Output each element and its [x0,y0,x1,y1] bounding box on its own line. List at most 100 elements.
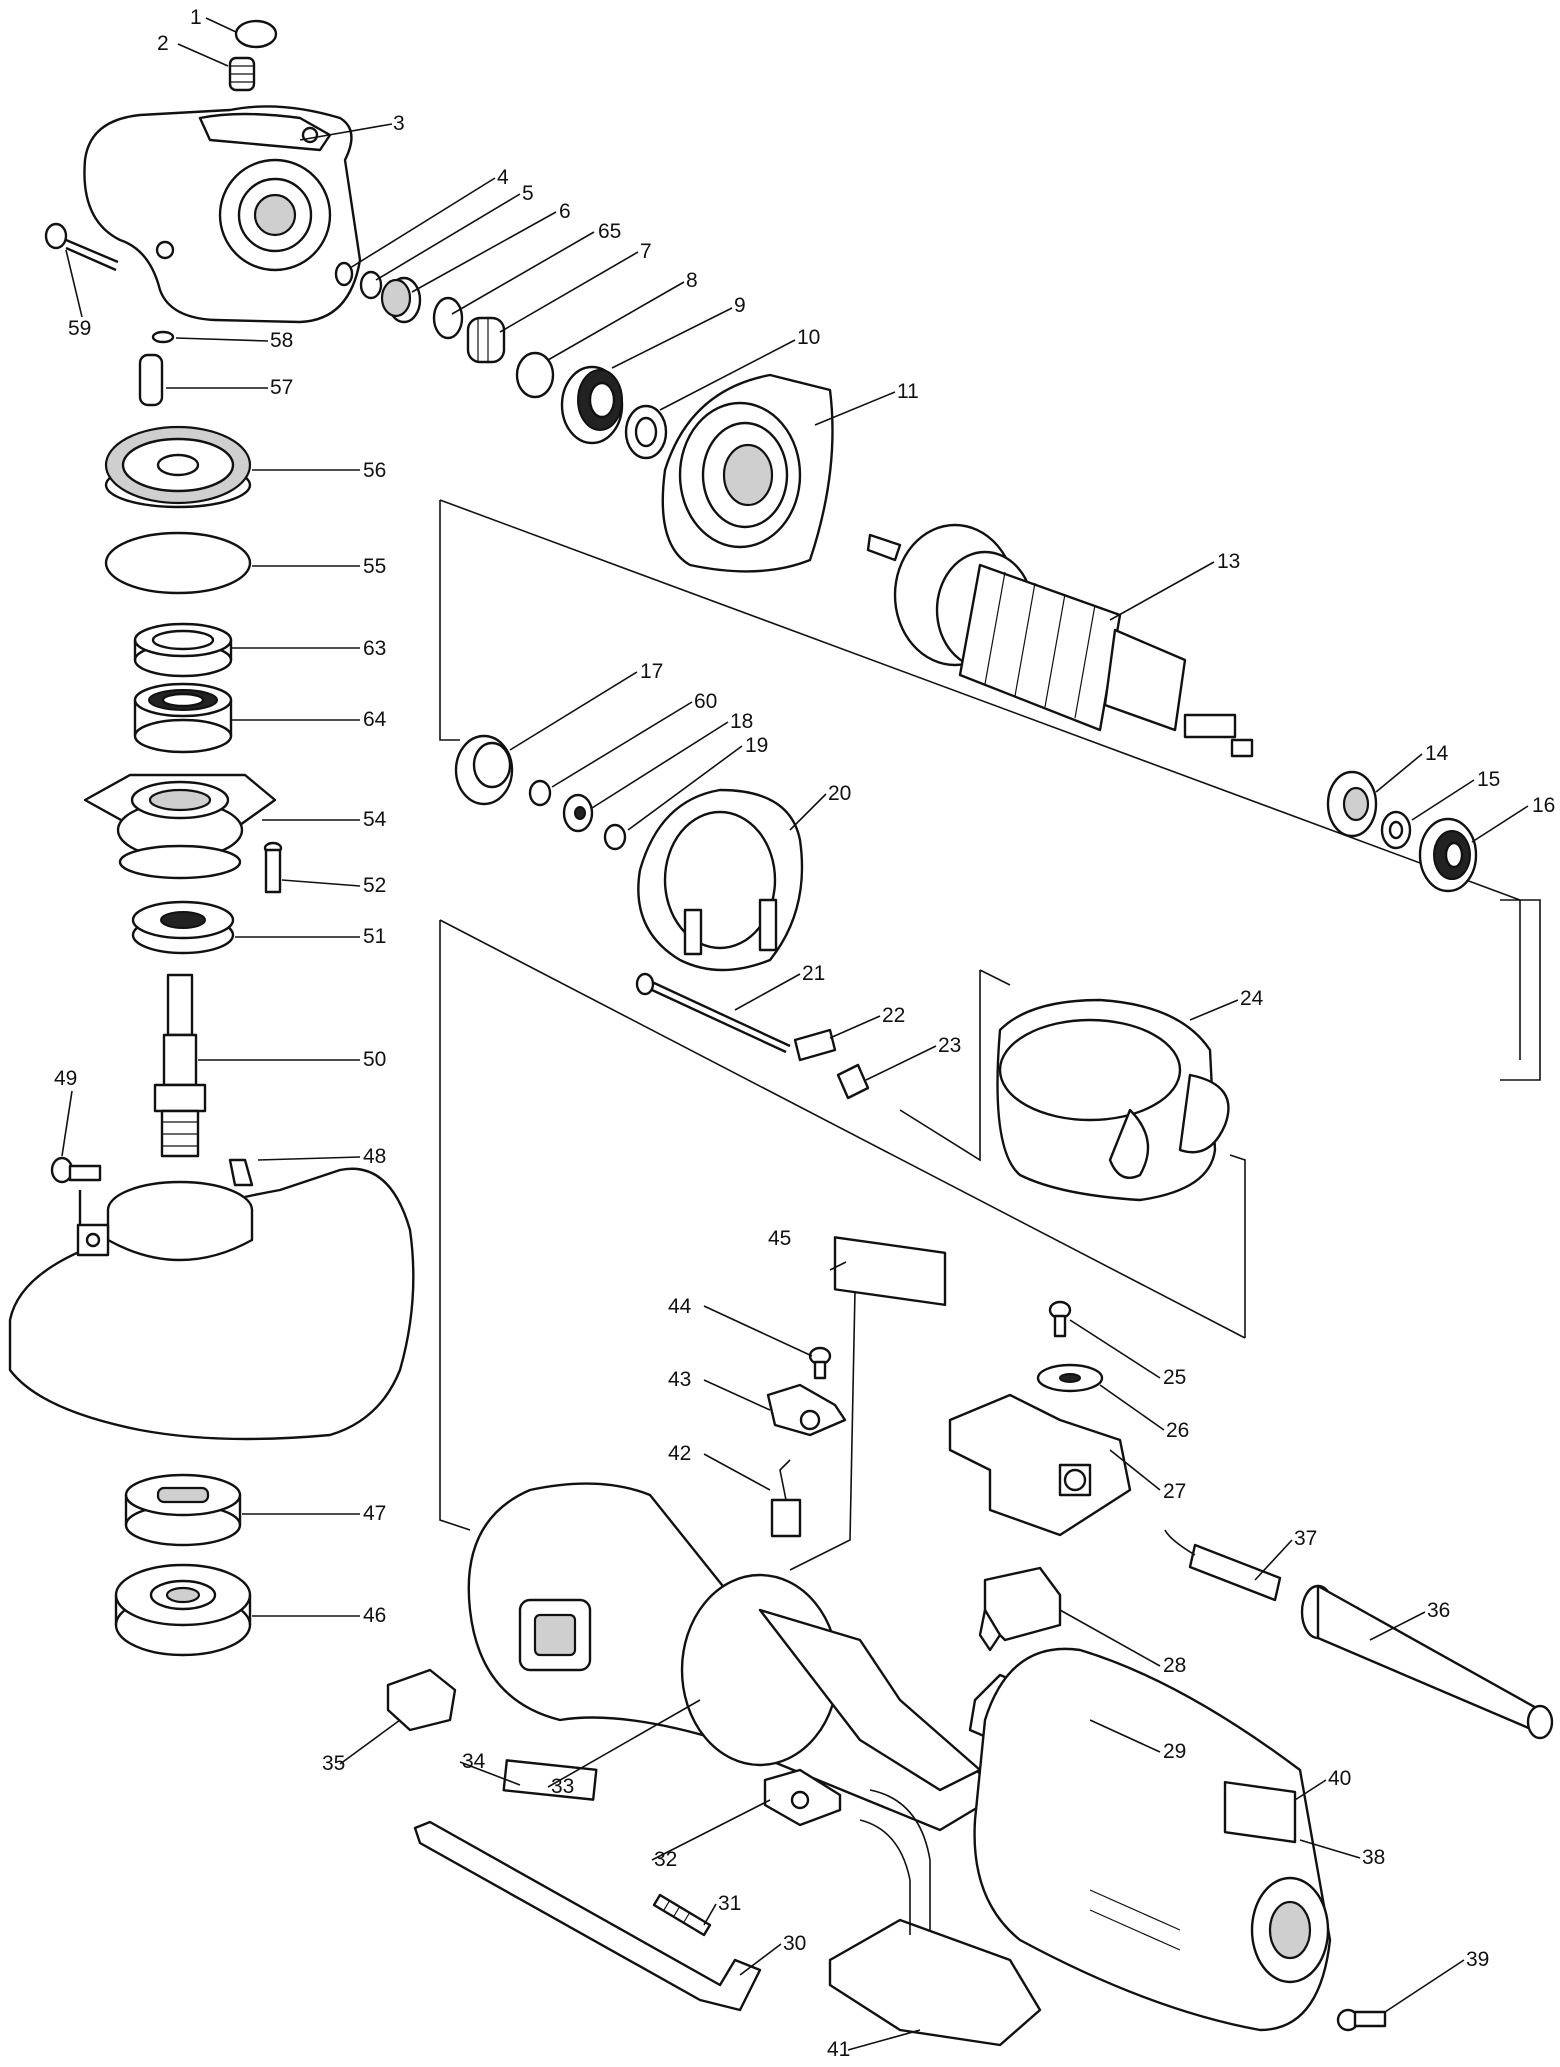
ball-bearing-64-part [133,682,233,754]
leader-line [1369,1611,1426,1641]
rear-cover-part [973,1647,1332,2032]
baffle-plate-part [637,788,804,972]
callout-24: 24 [1240,987,1264,1010]
callout-2: 2 [157,32,169,55]
leader-line [703,1379,771,1411]
callout-1: 1 [190,6,202,29]
leader-line [1254,1539,1293,1581]
screw-44-part [808,1346,832,1380]
callout-50: 50 [363,1048,386,1071]
callout-25: 25 [1163,1366,1186,1389]
brush-holder-43-part [766,1383,847,1437]
leader-line [703,1903,717,1926]
leader-line [451,231,595,315]
leader-line [703,1305,813,1357]
leader-line [61,1090,73,1157]
leader-line [547,281,685,361]
name-plate-part [502,1759,598,1801]
leader-line [847,2029,921,2051]
leader-line [1089,1719,1161,1753]
callout-5: 5 [522,182,534,205]
callout-46: 46 [363,1604,386,1627]
assembly-frames [439,499,1541,1571]
leader-line [1059,1609,1161,1667]
tapping-screw-part [1336,2008,1387,2032]
callout-40: 40 [1328,1767,1351,1790]
leader-line [814,391,896,426]
callout-60: 60 [694,690,717,713]
leader-line [65,249,83,318]
motor-housing-part [467,1482,992,1832]
callout-45: 45 [768,1227,791,1250]
callout-49: 49 [54,1067,77,1090]
leader-line [591,721,729,809]
leader-line [257,1156,361,1161]
bearing-box-54-part [83,773,277,880]
nut-washer-parts [454,734,627,851]
wheel-guard-part [8,1158,415,1441]
rear-bearing-parts [1326,770,1478,893]
leader-line [547,1699,701,1788]
leader-line [1375,753,1423,793]
labyrinth-rubber-part [131,900,235,955]
callout-21: 21 [802,962,825,985]
callout-38: 38 [1362,1846,1385,1869]
callout-55: 55 [363,555,386,578]
inner-flange-part [114,1563,252,1657]
callout-22: 22 [882,1004,905,1027]
callout-59: 59 [68,317,91,340]
bevel-gear-part [104,425,252,509]
callout-47: 47 [363,1502,386,1525]
cap-part [234,19,278,49]
compression-spring-31-part [652,1893,712,1937]
switch-lever-part [413,1820,762,2012]
leader-line [1109,1449,1161,1491]
leader-line [499,251,639,333]
callout-7: 7 [640,240,652,263]
leader-line [703,1453,771,1491]
leader-line [339,1719,401,1765]
clip-cap-parts [793,1028,870,1100]
leader-line [299,123,393,141]
leader-line [734,973,801,1011]
callout-27: 27 [1163,1480,1186,1503]
callout-36: 36 [1427,1599,1450,1622]
cord-part [1164,1529,1282,1602]
callout-34: 34 [462,1750,486,1773]
lock-nut-part [124,1473,242,1547]
callout-15: 15 [1477,768,1500,791]
leader-line [205,17,237,33]
leader-line [509,671,638,751]
callout-63: 63 [363,637,386,660]
callout-labels: 1 2 3 4 5 6 65 7 8 9 10 11 13 14 15 16 1… [54,6,1555,2061]
leader-line [1109,561,1215,621]
leader-line [739,1943,782,1976]
field-part [996,998,1230,1202]
callout-13: 13 [1217,550,1240,573]
leader-line [659,339,796,411]
callout-6: 6 [559,200,571,223]
callout-43: 43 [668,1368,691,1391]
leader-line [789,793,827,831]
leader-line [1099,1384,1165,1431]
callout-10: 10 [797,326,820,349]
screw-strain-relief-parts [1036,1300,1104,1393]
armature-part [866,523,1254,758]
callout-57: 57 [270,376,293,399]
leader-line [1299,1839,1361,1859]
callout-64: 64 [363,708,387,731]
callout-39: 39 [1466,1948,1489,1971]
callout-56: 56 [363,459,386,482]
callout-58: 58 [270,329,293,352]
bearing-box-11-part [661,373,834,573]
callout-18: 18 [730,710,753,733]
callout-54: 54 [363,808,387,831]
washer-10-part [624,404,668,460]
leader-line [177,43,229,67]
callout-42: 42 [668,1442,691,1465]
callout-4: 4 [497,166,509,189]
cord-guard-part [1300,1584,1554,1740]
leader-line [1069,1319,1161,1379]
leader-line [349,177,496,269]
